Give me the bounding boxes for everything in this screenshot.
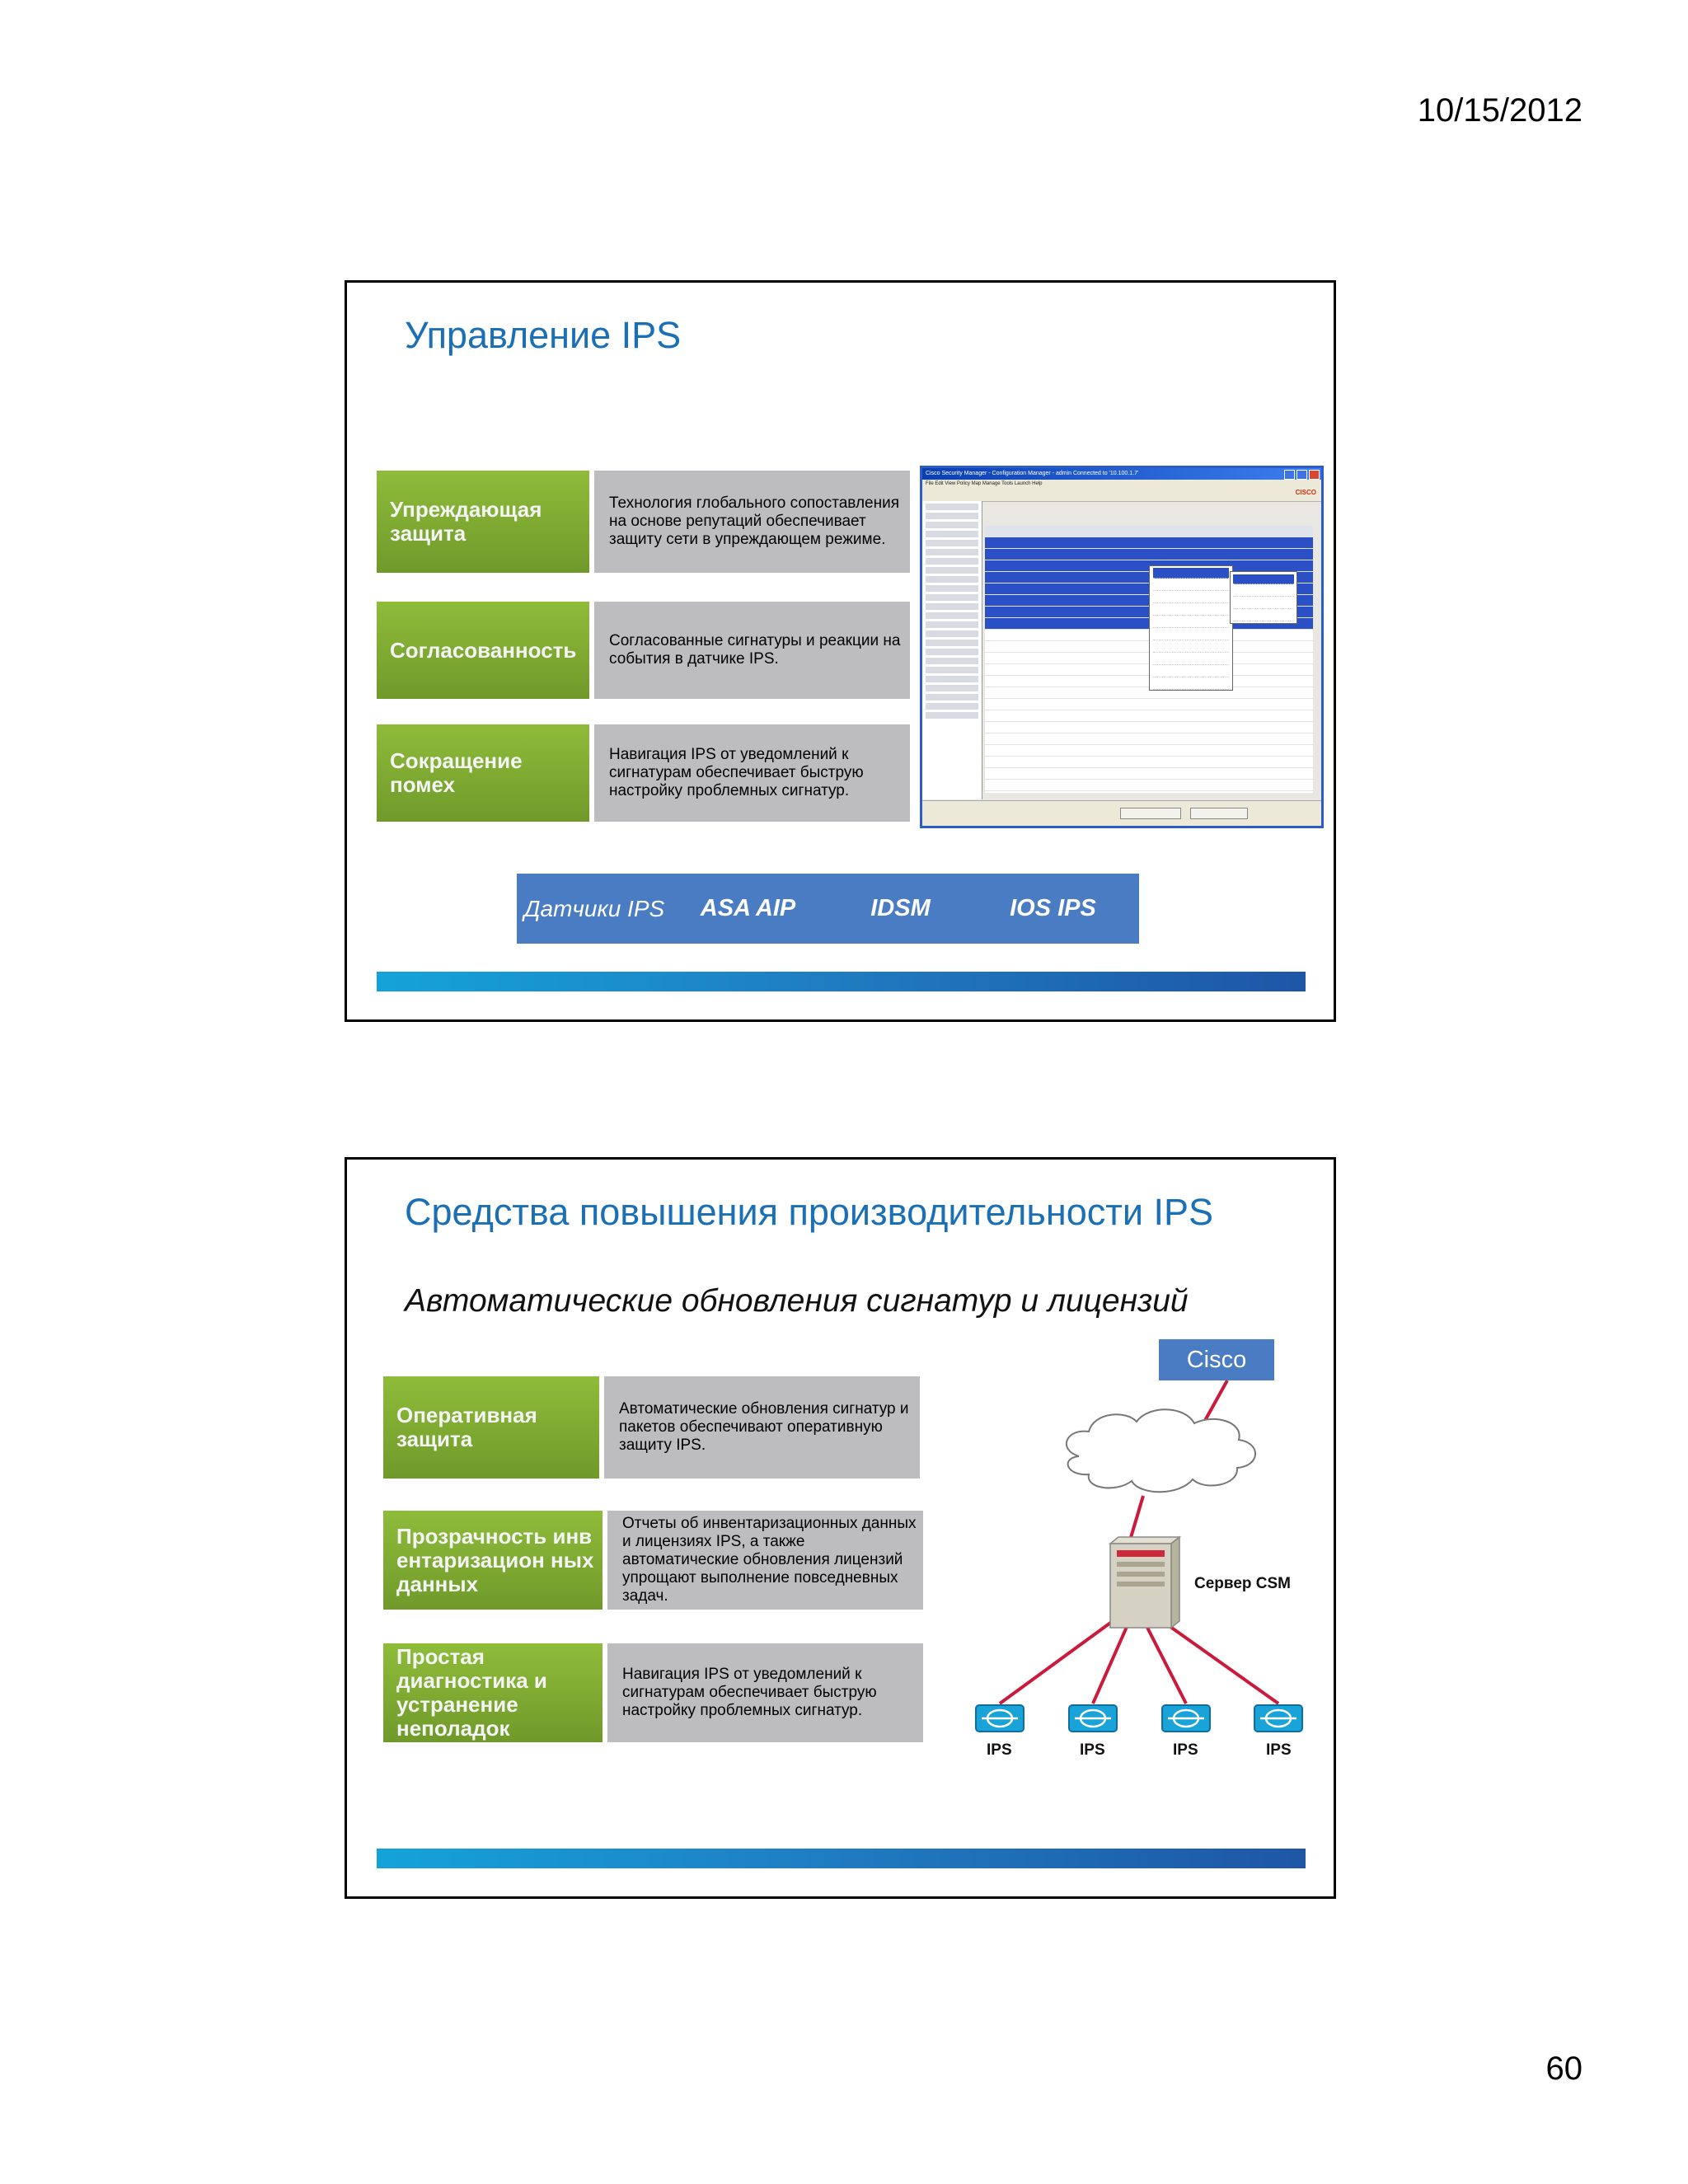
- feature-description: Автоматические обновления сигнатур и пак…: [604, 1376, 920, 1479]
- window-buttons: [1284, 470, 1320, 480]
- feature-label: Простая диагностика и устранение неполад…: [383, 1643, 603, 1742]
- page-date: 10/15/2012: [1417, 92, 1582, 129]
- product-idsm: IDSM: [870, 895, 931, 921]
- csm-server-label: Сервер CSM: [1194, 1575, 1291, 1592]
- feature-description: Навигация IPS от уведомлений к сигнатура…: [607, 1643, 923, 1742]
- ips-label: IPS: [1266, 1741, 1292, 1759]
- feature-label: Сокращение помех: [377, 724, 589, 822]
- ips-device-icon: [1161, 1704, 1211, 1732]
- product-ips-sensors: Датчики IPS: [523, 895, 665, 921]
- product-asa-aip: ASA AIP: [700, 895, 796, 921]
- slide-subtitle: Автоматические обновления сигнатур и лиц…: [405, 1283, 1189, 1319]
- slide-ips-management: Управление IPS Упреждающая защита Технол…: [345, 280, 1336, 1022]
- feature-description: Согласованные сигнатуры и реакции на соб…: [594, 602, 910, 699]
- ips-label: IPS: [987, 1741, 1012, 1759]
- screenshot-footer: [922, 800, 1321, 826]
- slide-ips-productivity: Средства повышения производительности IP…: [345, 1157, 1336, 1899]
- ips-device-icon: [975, 1704, 1025, 1732]
- server-to-ips-link: [1151, 1613, 1280, 1705]
- feature-label: Упреждающая защита: [377, 471, 589, 573]
- screenshot-toolbar: CISCO: [922, 488, 1321, 502]
- server-to-ips-link: [1091, 1619, 1132, 1704]
- ips-device-icon: [1068, 1704, 1118, 1732]
- feature-label: Прозрачность инвентаризацион ных данных: [383, 1511, 603, 1610]
- slide-title: Управление IPS: [405, 314, 682, 356]
- ips-device-icon: [1254, 1704, 1303, 1732]
- slide-bottom-bar: [377, 1849, 1306, 1868]
- slide-title: Средства повышения производительности IP…: [405, 1191, 1214, 1233]
- screenshot-submenu: [1230, 571, 1297, 624]
- feature-description: Отчеты об инвентаризационных данных и ли…: [607, 1511, 923, 1610]
- server-icon: [1108, 1535, 1182, 1629]
- slide-bottom-bar: [377, 972, 1306, 991]
- screenshot-context-menu: [1149, 565, 1233, 691]
- ips-label: IPS: [1080, 1741, 1105, 1759]
- feature-label: Оперативная защита: [383, 1376, 599, 1479]
- screenshot-device-tree: [922, 501, 982, 799]
- page-number: 60: [1545, 2050, 1583, 2087]
- screenshot-titlebar: Cisco Security Manager - Configuration M…: [922, 468, 1321, 480]
- server-to-ips-link: [998, 1613, 1123, 1705]
- cisco-cloud-label: Cisco: [1159, 1339, 1274, 1380]
- network-diagram: [975, 1380, 1303, 1732]
- cloud-icon: [1065, 1408, 1256, 1493]
- ips-products-bar: Датчики IPS ASA AIP IDSM IOS IPS: [517, 874, 1139, 944]
- screenshot-menubar: File Edit View Policy Map Manage Tools L…: [922, 480, 1321, 488]
- cisco-logo: CISCO: [1295, 489, 1316, 496]
- server-to-ips-link: [1142, 1619, 1188, 1704]
- csm-screenshot: Cisco Security Manager - Configuration M…: [920, 466, 1324, 828]
- feature-description: Навигация IPS от уведомлений к сигнатура…: [594, 724, 910, 822]
- ips-label: IPS: [1173, 1741, 1198, 1759]
- feature-label: Согласованность: [377, 602, 589, 699]
- feature-description: Технология глобального сопоставления на …: [594, 471, 910, 573]
- product-ios-ips: IOS IPS: [1010, 895, 1096, 921]
